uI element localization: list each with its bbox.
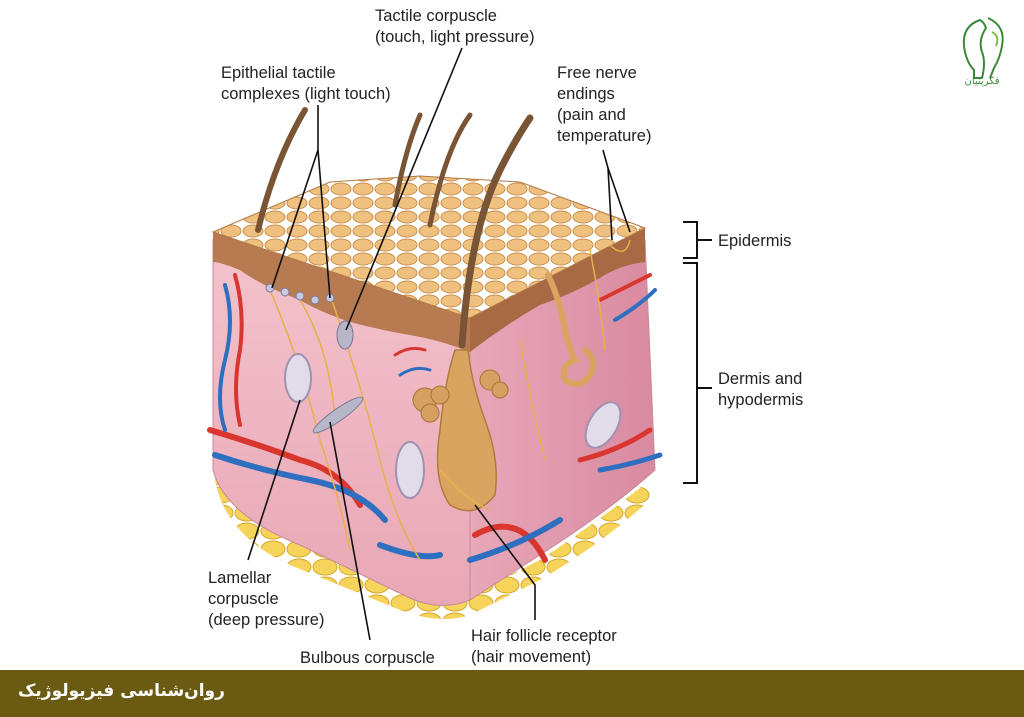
skin-diagram bbox=[207, 47, 712, 641]
bulbous-corpuscle-label: Bulbous corpuscle bbox=[300, 649, 435, 667]
hair-follicle-receptor-label: Hair follicle receptor (hair movement) bbox=[471, 627, 617, 666]
hairs bbox=[255, 107, 534, 349]
sebaceous-glands bbox=[412, 369, 509, 423]
footer-title: روان‌شناسی فیزیولوژیک bbox=[18, 681, 225, 701]
bulbous-corpuscle bbox=[312, 396, 364, 434]
leaf-head-icon bbox=[962, 17, 1004, 79]
tactile-corpuscle-label: Tactile corpuscle (touch, light pressure… bbox=[375, 7, 535, 46]
tactile-corpuscle bbox=[336, 320, 354, 350]
sweat-gland bbox=[545, 272, 597, 387]
skin-surface bbox=[211, 175, 647, 319]
epidermis-front bbox=[213, 232, 470, 352]
free-nerve-endings-label: Free nerve endings (pain and temperature… bbox=[557, 64, 652, 145]
epithelial-tactile-label: Epithelial tactile complexes (light touc… bbox=[221, 64, 391, 103]
lamellar-corpuscle-label: Lamellar corpuscle (deep pressure) bbox=[208, 569, 325, 629]
logo-text: فکرپنیان bbox=[964, 76, 1000, 87]
hair-follicle bbox=[436, 349, 497, 512]
epidermis-label: Epidermis bbox=[718, 232, 792, 250]
layer-brackets bbox=[683, 221, 712, 484]
leader-lines bbox=[247, 47, 631, 641]
blood-vessels bbox=[207, 273, 663, 563]
lamellar-corpuscles bbox=[284, 353, 622, 499]
dermis-hypodermis-label: Dermis and hypodermis bbox=[718, 370, 804, 409]
footer-bar: روان‌شناسی فیزیولوژیک bbox=[0, 670, 1024, 717]
